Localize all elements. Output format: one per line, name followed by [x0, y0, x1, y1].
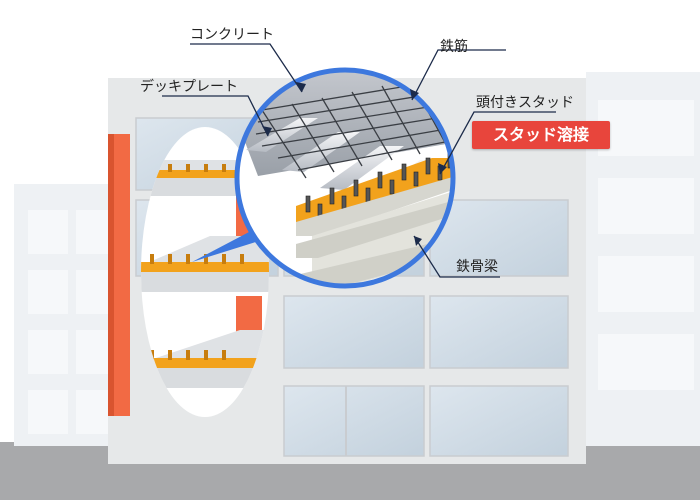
detail-callout — [234, 67, 456, 289]
leader-stud — [439, 111, 556, 175]
stud-band — [296, 151, 453, 222]
leader-arrowheads — [262, 82, 447, 246]
label-headed-stud: 頭付きスタッド — [476, 95, 574, 111]
leader-concrete — [190, 43, 303, 93]
background-building-left — [14, 184, 118, 446]
label-rebar: 鉄筋 — [440, 39, 468, 55]
leader-deck-plate — [162, 95, 269, 137]
label-deck-plate: デッキプレート — [140, 79, 238, 95]
badge-stud-welding: スタッド溶接 — [472, 121, 610, 149]
floor-slab — [141, 330, 269, 388]
label-concrete: コンクリート — [190, 27, 274, 43]
label-steel-beam: 鉄骨梁 — [456, 259, 498, 275]
leader-beam — [413, 235, 500, 278]
leader-rebar — [411, 49, 506, 101]
leader-lines — [162, 43, 556, 278]
